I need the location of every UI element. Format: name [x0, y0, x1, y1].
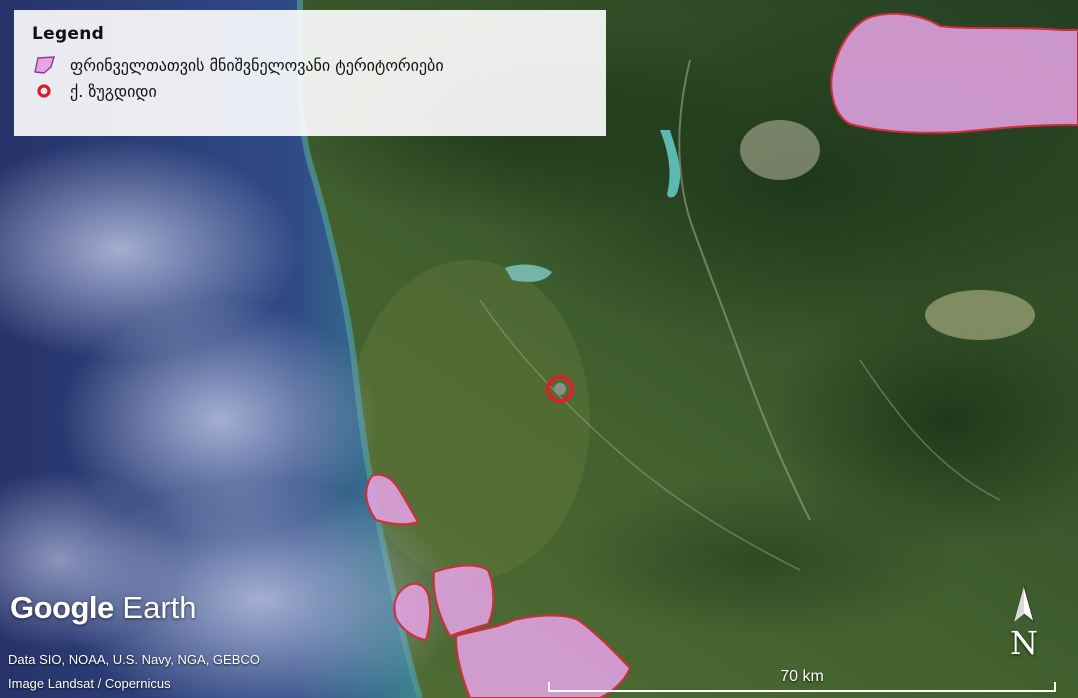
data-attribution: Data SIO, NOAA, U.S. Navy, NGA, GEBCO: [8, 652, 260, 667]
map-legend: Legend ფრინველთათვის მნიშვნელოვანი ტერიტ…: [14, 10, 606, 136]
north-letter: N: [1010, 624, 1038, 662]
scale-bar-line: [548, 682, 1056, 692]
scale-bar: 70 km: [548, 666, 1056, 692]
river: [479, 299, 801, 571]
mountain-shading: [770, 290, 1078, 550]
legend-item-zugdidi: ქ. ზუგდიდი: [32, 78, 588, 104]
iba-polygon-kolkheti[interactable]: [454, 614, 632, 698]
mountain-shading: [560, 480, 960, 640]
plateau: [925, 290, 1035, 340]
earth-wordmark: Earth: [122, 590, 197, 625]
google-earth-logo: Google Earth: [10, 590, 197, 626]
cloud: [60, 300, 380, 540]
legend-item-iba: ფრინველთათვის მნიშვნელოვანი ტერიტორიები: [32, 52, 588, 78]
iba-polygon-coast-middle[interactable]: [432, 564, 495, 638]
reservoir: [505, 264, 552, 282]
cloud: [0, 470, 180, 650]
ring-symbol-icon: [37, 84, 51, 98]
river: [678, 59, 811, 521]
zugdidi-marker-center: [554, 383, 566, 395]
north-arrow-icon: [1013, 584, 1035, 624]
zugdidi-marker[interactable]: [546, 375, 574, 403]
google-wordmark: Google: [10, 590, 114, 625]
reservoir: [660, 130, 681, 198]
scale-label: 70 km: [780, 668, 824, 685]
legend-item-label: ფრინველთათვის მნიშვნელოვანი ტერიტორიები: [70, 55, 444, 75]
legend-title: Legend: [32, 24, 105, 44]
iba-polygon-caucasus[interactable]: [830, 12, 1078, 134]
image-attribution: Image Landsat / Copernicus: [8, 676, 171, 691]
iba-polygon-coast-north[interactable]: [365, 473, 420, 526]
river: [859, 359, 1001, 501]
plain-area: [350, 260, 590, 580]
polygon-symbol-icon: [34, 56, 55, 74]
legend-item-label: ქ. ზუგდიდი: [70, 81, 157, 101]
iba-polygon-coast-small[interactable]: [393, 582, 432, 642]
snow-peaks: [740, 120, 820, 180]
north-arrow: N: [1004, 584, 1044, 664]
